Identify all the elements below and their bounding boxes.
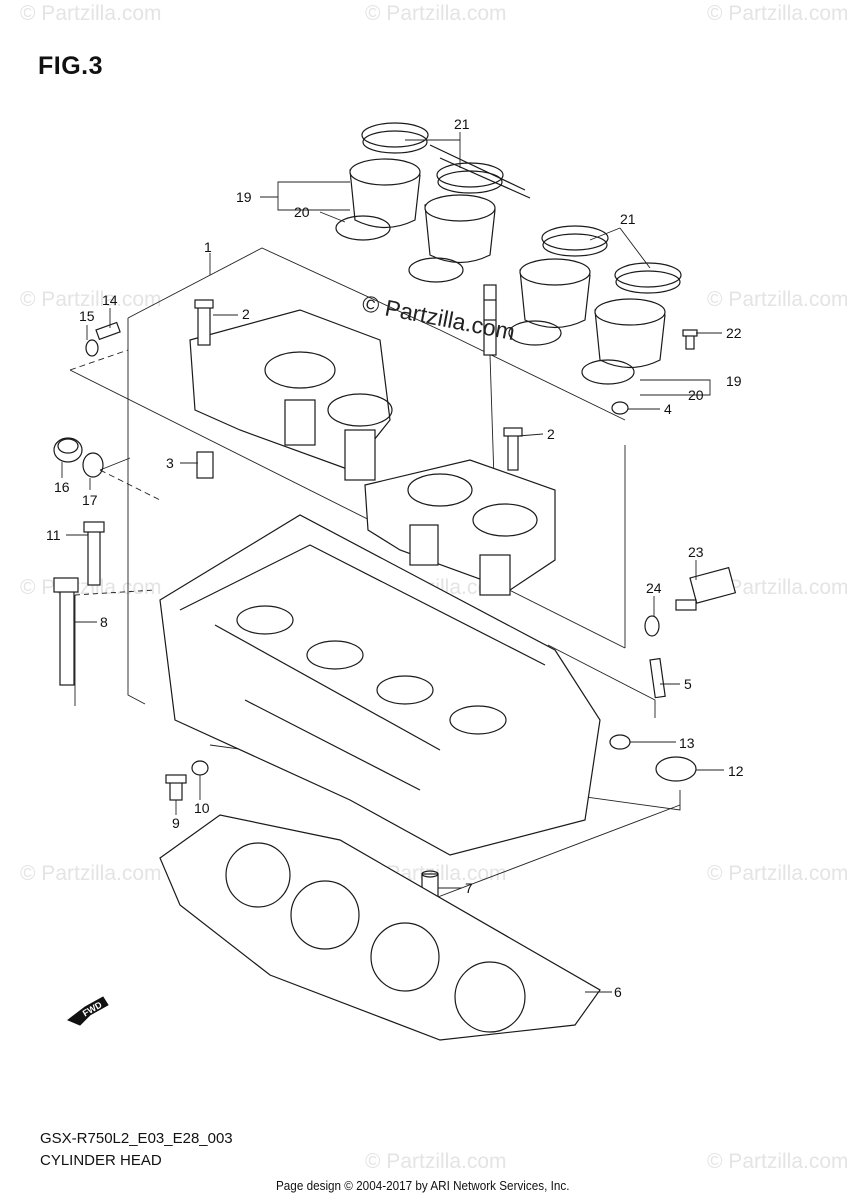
cylinder-head-gasket [159,814,601,1041]
callout-20: 20 [688,387,704,403]
watermark: © Partzilla.com [707,2,847,25]
camshaft-holder-right [364,459,556,596]
bolt-8 [53,577,79,686]
callout-20: 20 [294,204,310,220]
intake-boot-set-upper [335,122,531,283]
bolt-11 [83,521,105,586]
callout-2: 2 [242,306,250,322]
footer-credit: Page design © 2004-2017 by ARI Network S… [276,1178,570,1193]
callout-5: 5 [684,676,692,692]
watermark: © Partzilla.com [707,576,847,599]
callout-22: 22 [726,325,742,341]
dowel-3 [196,451,214,479]
callout-17: 17 [82,492,98,508]
callout-16: 16 [54,479,70,495]
union-14 [85,321,121,357]
fwd-arrow [67,996,109,1026]
callout-24: 24 [646,580,662,596]
callout-1: 1 [204,239,212,255]
callout-4: 4 [664,401,672,417]
watermark: © Partzilla.com [20,288,162,311]
watermark: © Partzilla.com [365,1150,507,1173]
callout-14: 14 [102,292,118,308]
model-code: GSX-R750L2_E03_E28_003 [40,1130,233,1147]
callout-19: 19 [726,373,742,389]
callout-15: 15 [79,308,95,324]
callout-21: 21 [454,116,470,132]
callout-6: 6 [614,984,622,1000]
gasket-17 [82,452,104,478]
callout-21: 21 [620,211,636,227]
watermark: © Partzilla.com [707,1150,847,1173]
watermark: © Partzilla.com [20,2,162,25]
bolt-2-lower [503,427,523,471]
callout-11: 11 [46,527,61,543]
watermark: © Partzilla.com [20,862,162,885]
callout-19: 19 [236,189,252,205]
callout-10: 10 [194,800,210,816]
callout-9: 9 [172,815,180,831]
camshaft-holder-left [189,309,393,481]
watermark: © Partzilla.com [365,2,507,25]
callout-13: 13 [679,735,695,751]
callout-23: 23 [688,544,704,560]
callout-7: 7 [465,880,473,896]
callout-12: 12 [728,763,744,779]
o-ring-13 [609,734,631,750]
leader-lines [61,132,724,993]
gasket-24 [644,615,660,637]
washer-10 [191,760,209,776]
watermark: © Partzilla.com [707,862,847,885]
callout-8: 8 [100,614,108,630]
watermark: © Partzilla.com [707,288,847,311]
figure-label: FIG.3 [38,52,104,80]
page-title: CYLINDER HEAD [40,1152,162,1169]
pipe-5 [649,657,666,699]
temp-sensor-23 [675,566,737,611]
screw-22 [682,329,698,350]
intake-boot-set-lower [508,225,682,385]
washer-4 [611,401,629,415]
bolt-2-upper [194,299,214,346]
cylinder-head [159,514,601,856]
bolt-9 [165,774,187,801]
plug-16 [53,437,83,463]
o-ring-12 [655,756,697,782]
callout-3: 3 [166,455,174,471]
callout-2: 2 [547,426,555,442]
